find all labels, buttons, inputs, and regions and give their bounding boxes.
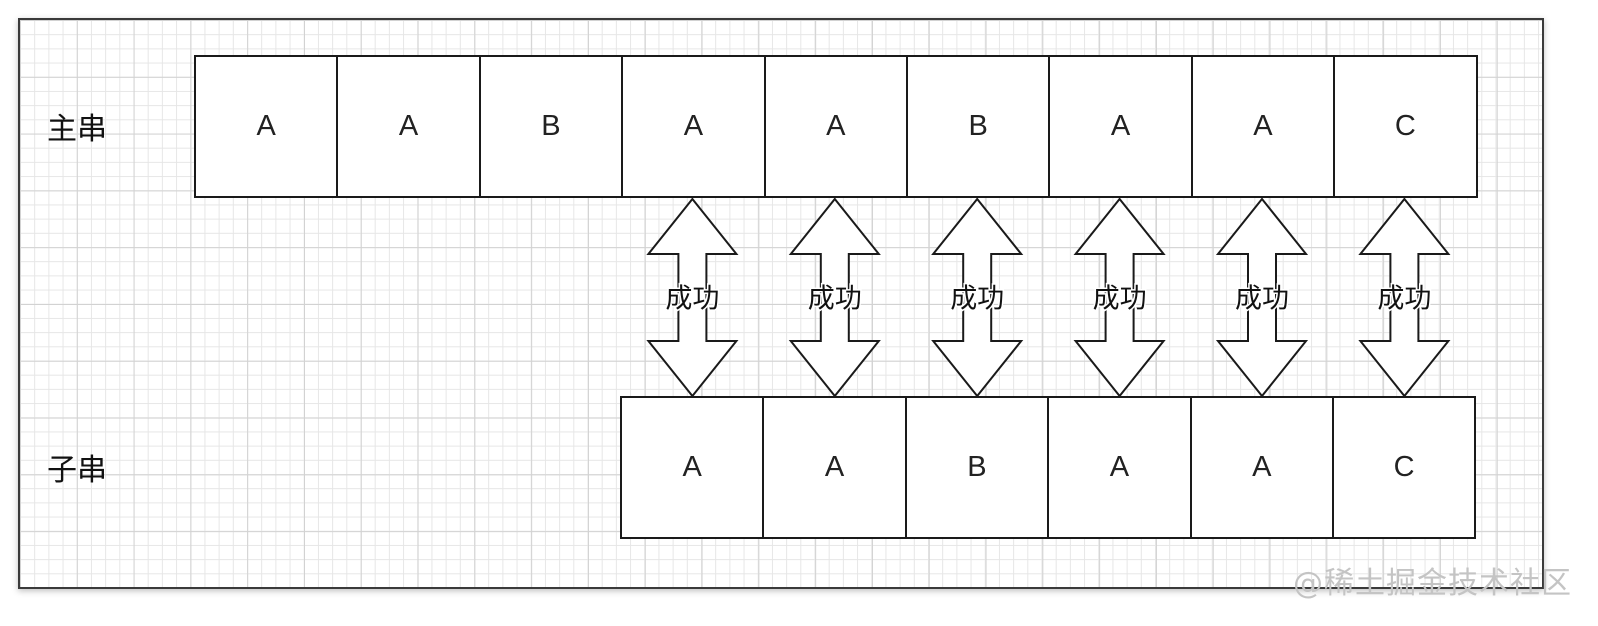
match-arrow-label: 成功	[1093, 284, 1147, 315]
double-arrow-shape	[1215, 197, 1309, 398]
main-string-cell: A	[1192, 55, 1336, 198]
main-string-cell: B	[480, 55, 624, 198]
match-arrow: 成功	[1215, 197, 1309, 398]
sub-string-cell: A	[764, 396, 907, 539]
main-string-cell: A	[623, 55, 766, 198]
match-arrow: 成功	[788, 197, 881, 398]
double-arrow-shape	[931, 197, 1024, 398]
double-arrow-shape	[788, 197, 881, 398]
match-arrow-label: 成功	[1377, 284, 1431, 315]
double-arrow-shape	[1073, 197, 1166, 398]
main-string-cell: C	[1335, 55, 1478, 198]
match-arrow: 成功	[931, 197, 1024, 398]
sub-string-cell: B	[906, 396, 1050, 539]
main-string-label: 主串	[47, 112, 107, 147]
watermark: @稀土掘金技术社区	[1293, 566, 1572, 601]
sub-string-label: 子串	[47, 453, 107, 488]
main-string-cell: A	[1050, 55, 1193, 198]
match-arrow-label: 成功	[950, 284, 1004, 315]
sub-string-cell: A	[622, 396, 765, 539]
match-arrow: 成功	[1358, 197, 1451, 398]
match-arrow-label: 成功	[665, 284, 719, 315]
main-string-cell: B	[907, 55, 1051, 198]
match-arrow: 成功	[1073, 197, 1166, 398]
sub-string-cell: A	[1191, 396, 1334, 539]
sub-string-cell: C	[1333, 396, 1477, 539]
double-arrow-shape	[646, 197, 739, 398]
double-arrow-shape	[1358, 197, 1451, 398]
match-arrow-label: 成功	[808, 284, 862, 315]
match-arrow-label: 成功	[1235, 284, 1289, 315]
sub-string-cell: A	[1049, 396, 1192, 539]
match-arrow: 成功	[646, 197, 739, 398]
main-string-cell: A	[338, 55, 481, 198]
main-string-cell: A	[765, 55, 908, 198]
main-string-cell: A	[196, 55, 339, 198]
